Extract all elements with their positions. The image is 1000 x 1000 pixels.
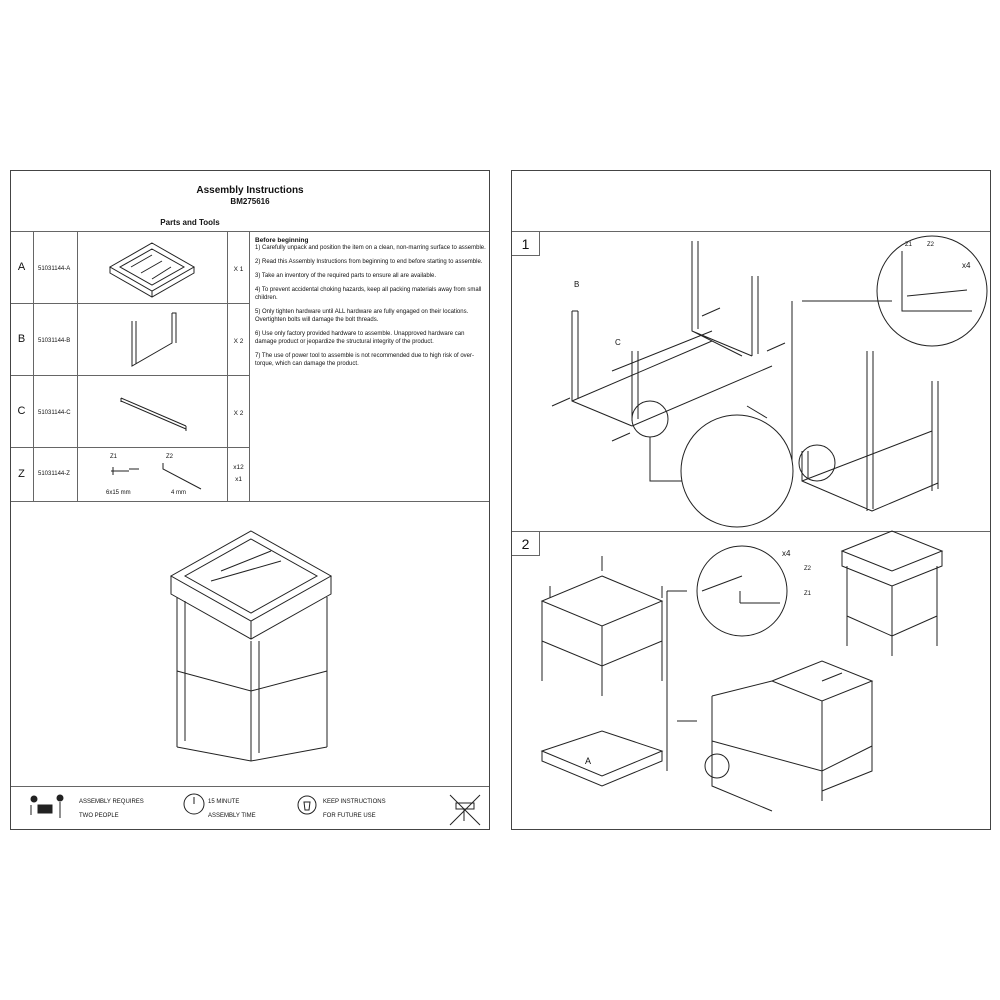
- divider: [11, 786, 489, 787]
- step1-label-z2: Z2: [927, 242, 935, 248]
- divider: [33, 231, 34, 501]
- divider: [512, 531, 990, 532]
- part-qty: x12: [233, 464, 244, 471]
- divider: [11, 447, 249, 448]
- instruction-1: 1) Carefully unpack and position the ite…: [255, 245, 486, 251]
- keep-instructions-icon: [297, 795, 317, 815]
- instructions-heading: Before beginning: [255, 237, 309, 244]
- footer-keep-2: FOR FUTURE USE: [323, 813, 376, 819]
- part-letter: C: [17, 405, 26, 417]
- part-qty: X 2: [233, 410, 244, 417]
- divider: [227, 231, 228, 501]
- parts-heading: Parts and Tools: [160, 218, 220, 227]
- step1-count: x4: [962, 261, 971, 270]
- step1-frame-drawing: [551, 235, 988, 528]
- part-code: 51031144-Z: [38, 471, 70, 477]
- step1-label-z1: Z1: [905, 242, 913, 248]
- part-qty: X 1: [233, 266, 244, 273]
- part-a-tray-drawing: [108, 242, 333, 762]
- z2-size: 4 mm: [171, 490, 186, 496]
- divider: [11, 375, 249, 376]
- footer-time-1: 15 MINUTE: [208, 799, 240, 805]
- part-qty: X 2: [233, 338, 244, 345]
- instruction-6: 6) Use only factory provided hardware to…: [255, 331, 465, 345]
- assembled-table-drawing: [169, 530, 333, 762]
- part-code: 51031144-A: [38, 266, 71, 272]
- step1-label-c: C: [615, 338, 621, 347]
- footer-people-1: ASSEMBLY REQUIRES: [79, 799, 144, 805]
- footer-time-2: ASSEMBLY TIME: [208, 813, 256, 819]
- instruction-4: 4) To prevent accidental choking hazards…: [255, 287, 482, 301]
- model-number: BM275616: [230, 197, 270, 206]
- instruction-5: 5) Only tighten hardware until ALL hardw…: [255, 309, 469, 323]
- divider: [11, 231, 489, 232]
- step2-label-z1: Z1: [804, 591, 812, 597]
- part-letter: A: [17, 261, 26, 273]
- clock-icon: [183, 793, 205, 815]
- footer-people-2: TWO PEOPLE: [79, 813, 119, 819]
- divider: [11, 303, 249, 304]
- instruction-3: 3) Take an inventory of the required par…: [255, 273, 436, 279]
- steps-page: 1 2 B C Z1 Z2 x4 A Z2 Z1 x4: [511, 170, 991, 830]
- divider: [512, 231, 990, 232]
- footer-keep-1: KEEP INSTRUCTIONS: [323, 799, 386, 805]
- z2-label: Z2: [166, 454, 174, 460]
- step2-label-z2: Z2: [804, 566, 812, 572]
- part-qty-z2: x1: [235, 476, 242, 483]
- z1-label: Z1: [110, 454, 118, 460]
- page-title: Assembly Instructions: [196, 185, 304, 196]
- step2-count: x4: [782, 549, 791, 558]
- step2-label-a: A: [585, 756, 592, 766]
- instructions: Before beginning 1) Carefully unpack and…: [255, 237, 487, 368]
- divider: [249, 231, 250, 501]
- no-power-tool-icon: [449, 794, 481, 826]
- two-people-icon: [30, 794, 64, 818]
- z1-size: 6x15 mm: [106, 490, 131, 496]
- part-code: 51031144-C: [38, 410, 71, 416]
- instruction-2: 2) Read this Assembly Instructions from …: [255, 259, 483, 265]
- parts-page: Assembly Instructions BM275616 Parts and…: [10, 170, 490, 830]
- step1-label-b: B: [574, 280, 580, 289]
- part-code: 51031144-B: [38, 338, 71, 344]
- divider: [11, 501, 489, 502]
- part-letter: B: [17, 333, 26, 345]
- step-number: 1: [512, 232, 540, 256]
- step2-assembly-drawing: [540, 530, 944, 812]
- divider: [77, 231, 78, 501]
- step-number: 2: [512, 532, 540, 556]
- part-letter: Z: [18, 468, 25, 480]
- instruction-7: 7) The use of power tool to assemble is …: [255, 353, 475, 367]
